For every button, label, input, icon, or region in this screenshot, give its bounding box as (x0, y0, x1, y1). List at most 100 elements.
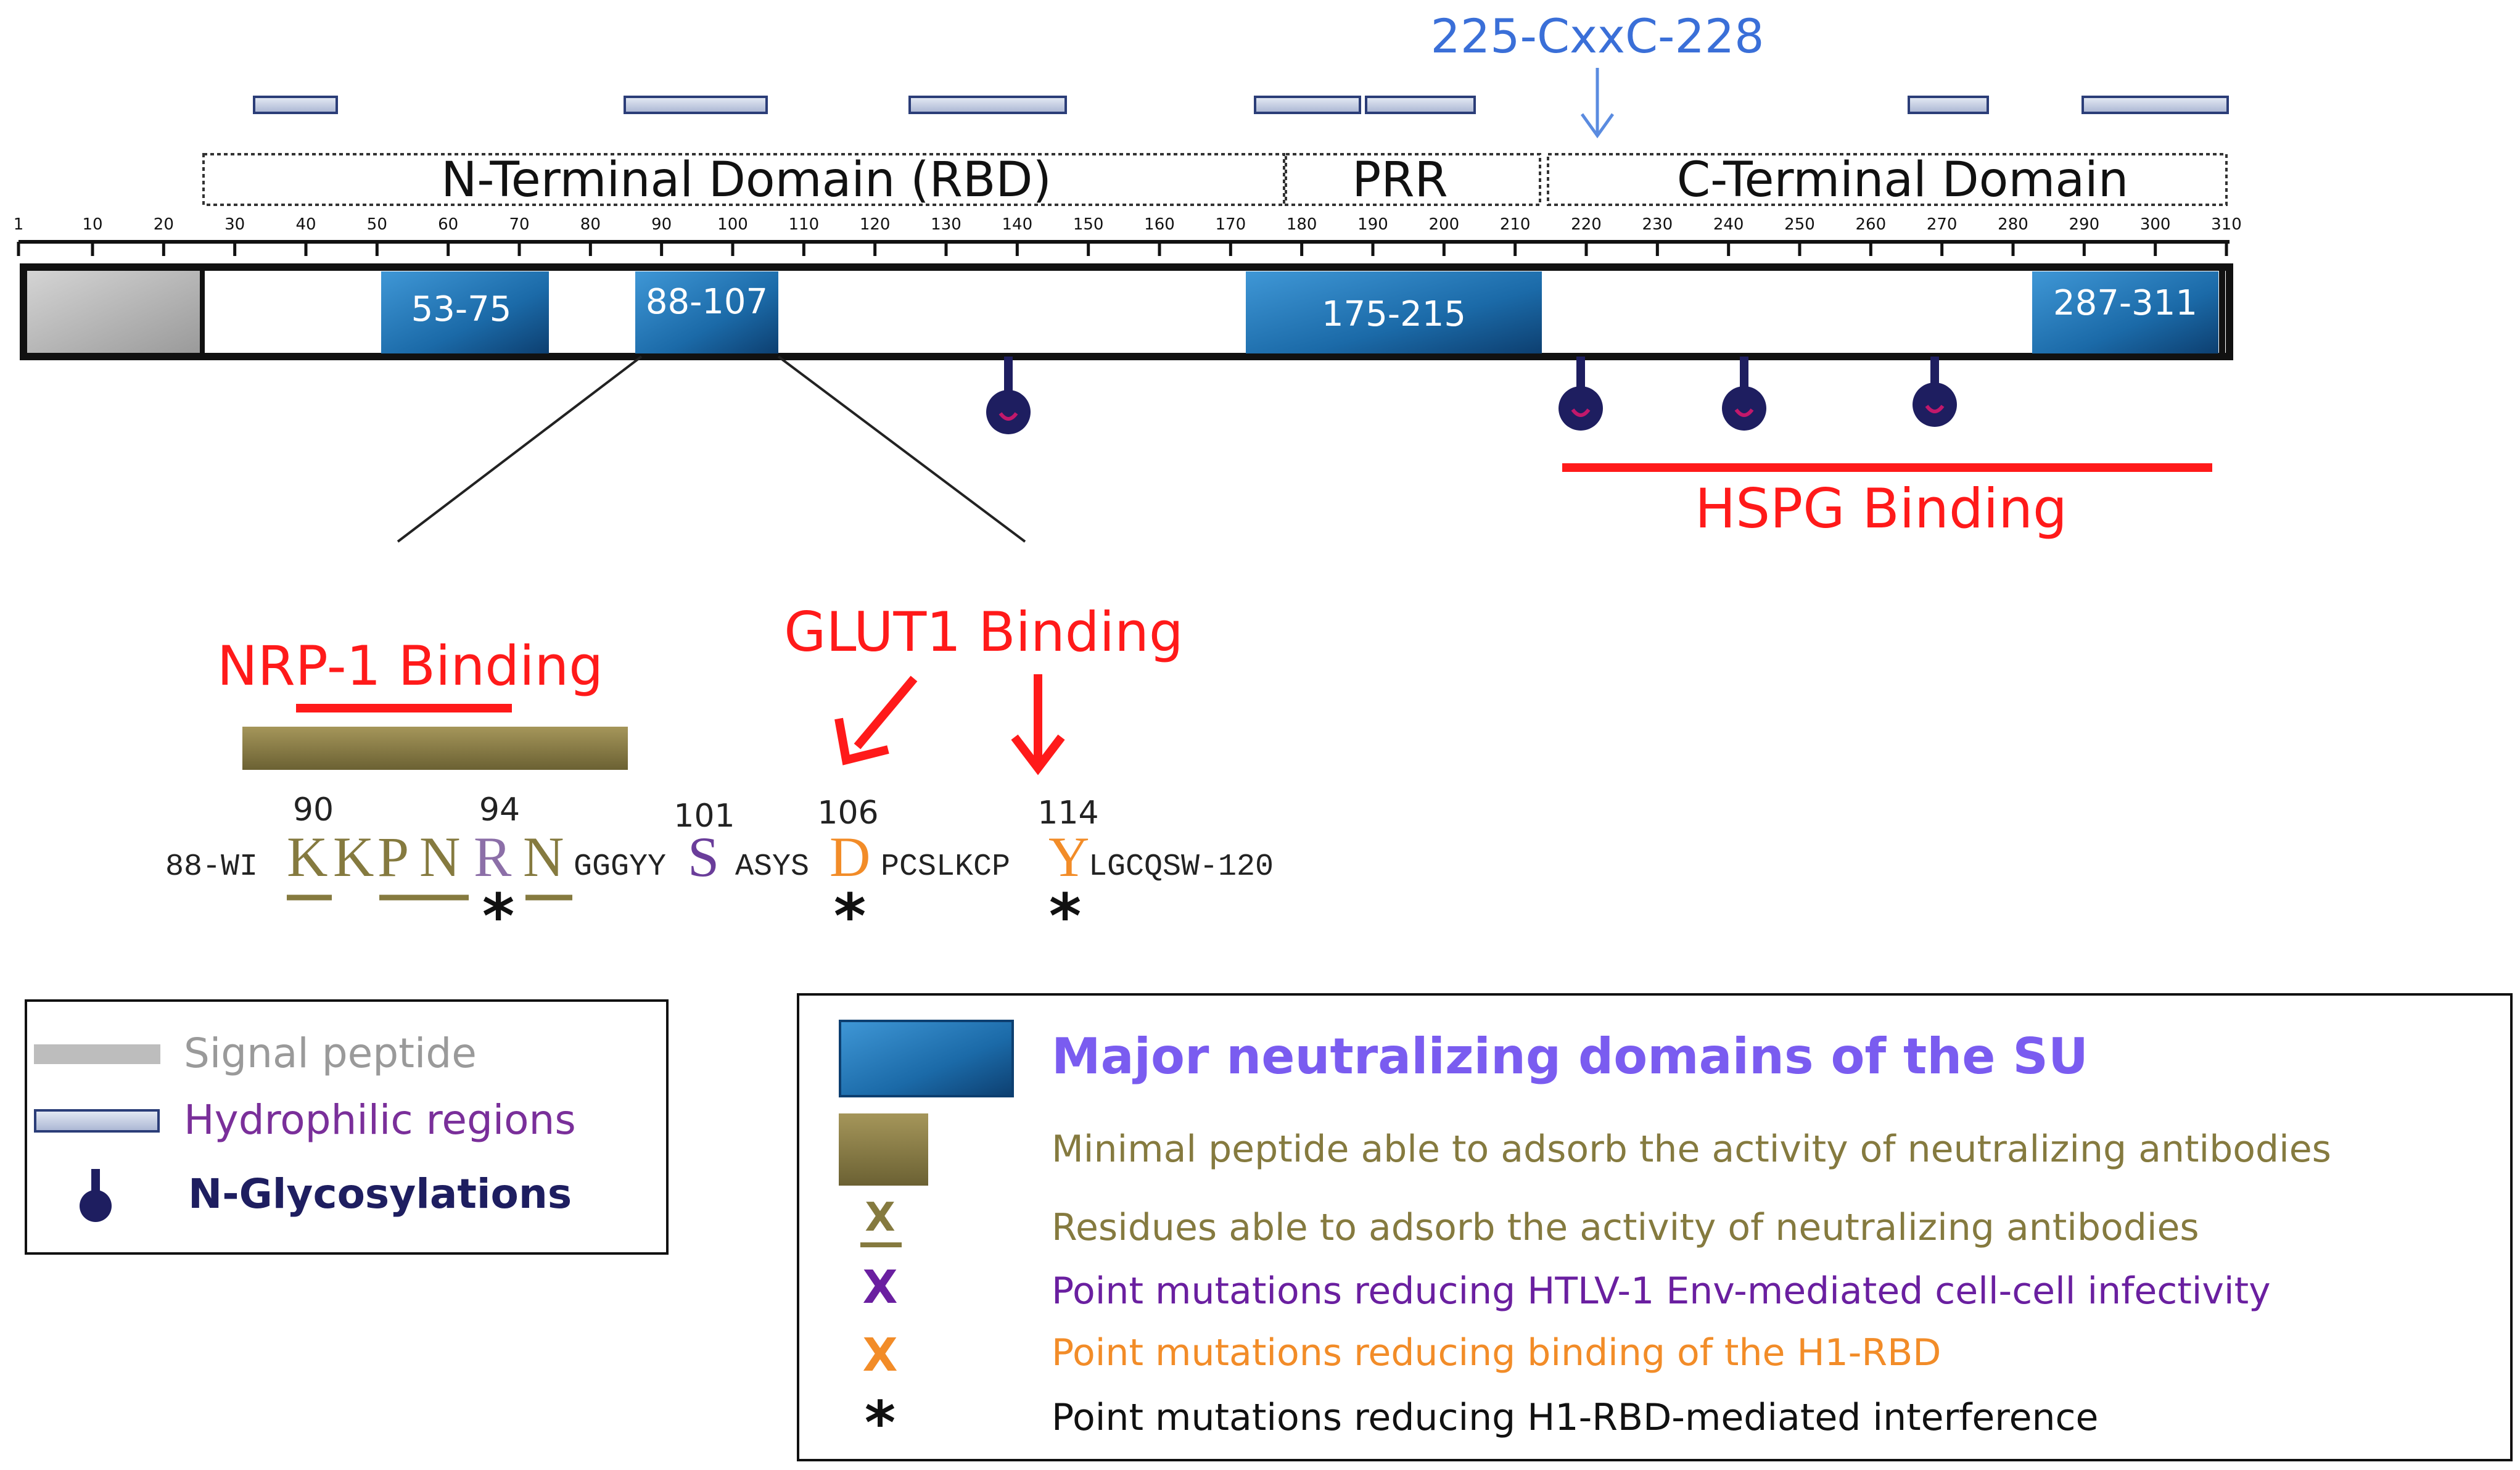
ruler-tick-label: 300 (2140, 215, 2171, 234)
hydrophilic-bar (1254, 96, 1361, 114)
n-glycosylation-icon (1559, 357, 1603, 431)
cxxc-arrow-head (1580, 113, 1615, 139)
residue-y114: Y (1048, 825, 1089, 888)
residue-r94: R (474, 825, 512, 888)
ruler-tick-label: 60 (438, 215, 458, 234)
neutralizing-domain-label: 53-75 (411, 289, 512, 329)
ruler-tick-label: 40 (295, 215, 316, 234)
ruler-tick-label: 240 (1713, 215, 1744, 234)
legend-star-symbol: * (865, 1389, 896, 1458)
ruler-tick-label: 140 (1002, 215, 1033, 234)
position-94: 94 (479, 791, 520, 828)
minimal-peptide-swatch (839, 1113, 928, 1186)
position-106: 106 (817, 795, 878, 832)
ruler-tick-label: 70 (509, 215, 529, 234)
ruler-tick-label: 220 (1571, 215, 1602, 234)
c-terminal-domain-label: C-Terminal Domain (1677, 152, 2129, 208)
ruler-tick-label: 30 (224, 215, 245, 234)
prr-domain-box (1285, 153, 1541, 206)
protein-bar (20, 263, 2233, 360)
ruler-tick-label: 250 (1784, 215, 1815, 234)
ruler-tick-label: 50 (367, 215, 387, 234)
position-114: 114 (1037, 795, 1098, 832)
ruler-tick-label: 10 (82, 215, 102, 234)
n-glycosylation-legend-icon (80, 1169, 112, 1222)
ruler-tick-label: 20 (154, 215, 174, 234)
n-glycosylation-markers (986, 357, 1957, 434)
major-domain-swatch (839, 1020, 1014, 1097)
c-terminal-domain-box (1547, 153, 2228, 206)
residue-asys: ASYS (735, 849, 809, 885)
neutralizing-domain-175-215 (1246, 271, 1542, 353)
neutralizing-domain-label: 175-215 (1322, 294, 1466, 334)
legend-orange: Point mutations reducing binding of the … (1052, 1331, 1941, 1374)
residue-n93: N (419, 825, 460, 888)
ruler-tick-label: 120 (860, 215, 891, 234)
ruler-tick-label: 100 (717, 215, 748, 234)
zoom-line-left (397, 355, 643, 543)
legend-right-box (797, 993, 2513, 1461)
legend-hydrophilic: Hydrophilic regions (184, 1096, 576, 1144)
residue-s101: S (688, 825, 719, 888)
ruler-tick-label: 280 (1998, 215, 2028, 234)
asterisk-d106: * (834, 880, 866, 952)
cxxc-label: 225-CxxC-228 (1430, 9, 1764, 64)
hydrophilic-bar (2081, 96, 2229, 114)
legend-signal-peptide: Signal peptide (184, 1030, 477, 1077)
hspg-binding-label: HSPG Binding (1695, 477, 2067, 540)
n-terminal-domain-label: N-Terminal Domain (RBD) (441, 152, 1052, 208)
glut1-binding-label: GLUT1 Binding (784, 600, 1184, 664)
neutralizing-domain-label: 88-107 (646, 282, 768, 322)
ruler-tick-label: 150 (1073, 215, 1104, 234)
hydrophilic-bar (1908, 96, 1989, 114)
nrp1-binding-label: NRP-1 Binding (217, 634, 603, 698)
ruler-tick-label: 170 (1216, 215, 1246, 234)
ruler-tick-label: 160 (1144, 215, 1175, 234)
asterisk-y114: * (1049, 880, 1081, 952)
legend-nglyco: N-Glycosylations (188, 1170, 572, 1218)
neutralizing-domain-53-75 (381, 271, 549, 353)
asterisk-r94: * (482, 880, 514, 952)
minimal-peptide-bar (242, 727, 628, 770)
legend-star: Point mutations reducing H1-RBD-mediated… (1052, 1396, 2098, 1439)
n-glycosylation-icon (986, 357, 1031, 434)
ruler-tick-label: 290 (2069, 215, 2100, 234)
legend-x-olive: X (865, 1195, 895, 1241)
hydrophilic-swatch (34, 1109, 160, 1133)
residue-k91: K (333, 825, 374, 888)
n-terminal-domain-box (202, 153, 1285, 206)
position-101: 101 (673, 798, 735, 835)
legend-x-purple: X (862, 1261, 897, 1314)
position-90: 90 (293, 791, 334, 828)
residue-p92: P (377, 825, 409, 888)
hydrophilic-bar (1365, 96, 1476, 114)
residue-n95: N (523, 825, 564, 888)
legend-residues: Residues able to adsorb the activity of … (1052, 1206, 2199, 1249)
n-glycosylation-icon (1722, 357, 1766, 431)
ruler-tick-label: 270 (1927, 215, 1958, 234)
hydrophilic-regions (253, 96, 2229, 114)
neutralizing-domain-label: 287-311 (2053, 283, 2197, 323)
residue-ggg: GGGYY (574, 849, 666, 885)
legend-purple: Point mutations reducing HTLV-1 Env-medi… (1052, 1270, 2271, 1313)
ruler-tick-label: 80 (580, 215, 601, 234)
legend-x-orange: X (862, 1329, 897, 1382)
n-glycosylation-icon (1913, 357, 1957, 427)
signal-peptide-swatch (34, 1044, 160, 1064)
hydrophilic-bar (253, 96, 338, 114)
ruler-tick-label: 110 (789, 215, 820, 234)
legend-major: Major neutralizing domains of the SU (1052, 1028, 2088, 1085)
residue-d106: D (830, 825, 870, 888)
residue-pcs: PCSLKCP (881, 849, 1010, 885)
hydrophilic-bar (908, 96, 1067, 114)
glut1-arrow-d106 (834, 675, 918, 766)
ruler-tick-label: 230 (1642, 215, 1673, 234)
ruler-tick-label: 1 (14, 215, 24, 234)
ruler-tick-label: 200 (1429, 215, 1460, 234)
sequence-end: LGCQSW-120 (1089, 849, 1274, 885)
signal-peptide-segment (27, 271, 201, 353)
prr-domain-label: PRR (1352, 152, 1447, 208)
ruler-tick-label: 190 (1357, 215, 1388, 234)
neutralizing-domain-287-311 (2032, 271, 2218, 353)
